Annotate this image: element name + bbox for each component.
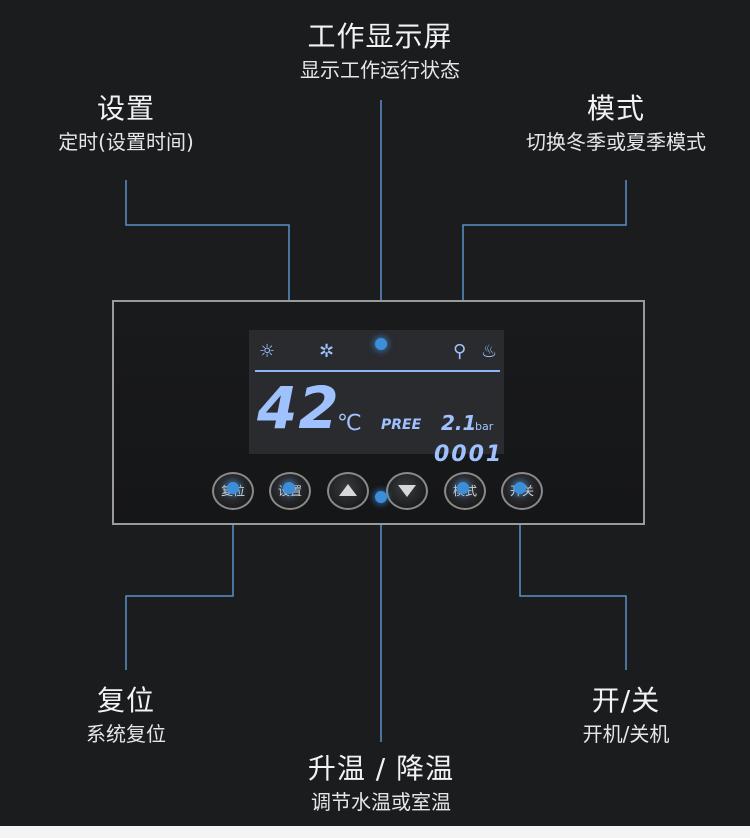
callout-temp-adjust-desc: 调节水温或室温 (311, 790, 451, 814)
leader-line-reset (125, 488, 234, 670)
fan-icon: ✲ (319, 341, 335, 362)
temp-up-button[interactable] (327, 472, 369, 510)
lcd-pree-label: PREE (381, 417, 422, 433)
callout-dot-power (514, 482, 526, 494)
faucet-icon: ⚲ (453, 341, 467, 362)
callout-power-title: 开/关 (591, 684, 661, 717)
callout-dot-display (375, 338, 387, 350)
up-arrow-icon (339, 484, 357, 496)
lcd-display: ☼ ✲ ⚲ ♨ 42 ℃ PREE 2.1 bar 0001 (249, 330, 504, 467)
control-panel: ☼ ✲ ⚲ ♨ 42 ℃ PREE 2.1 bar 0001 复位 设置 模式 … (112, 300, 645, 525)
callout-mode-desc: 切换冬季或夏季模式 (526, 130, 706, 154)
callout-reset-desc: 系统复位 (86, 722, 166, 746)
footer-strip (0, 826, 750, 838)
callout-mode-title: 模式 (586, 92, 645, 125)
power-button[interactable]: 开关 (501, 472, 543, 510)
lcd-temperature: 42 (257, 374, 340, 442)
lcd-pressure-unit: bar (475, 420, 494, 433)
callout-display-desc: 显示工作运行状态 (300, 58, 460, 82)
callout-dot-reset (227, 482, 239, 494)
callout-mode: 模式 切换冬季或夏季模式 (496, 92, 736, 156)
callout-settings-title: 设置 (96, 92, 155, 125)
callout-reset: 复位 系统复位 (46, 684, 206, 748)
callout-power: 开/关 开机/关机 (546, 684, 706, 748)
callout-reset-title: 复位 (96, 684, 155, 717)
callout-dot-mode (457, 482, 469, 494)
callout-display: 工作显示屏 显示工作运行状态 (260, 20, 500, 84)
callout-settings: 设置 定时(设置时间) (16, 92, 236, 156)
callout-temp-adjust-title: 升温 / 降温 (307, 752, 455, 785)
callout-temp-adjust: 升温 / 降温 调节水温或室温 (266, 752, 496, 816)
lcd-pressure-value: 2.1 (441, 411, 477, 435)
callout-settings-desc: 定时(设置时间) (58, 130, 194, 154)
callout-dot-temp-adjust (375, 491, 387, 503)
lcd-temperature-unit: ℃ (337, 411, 362, 436)
lcd-counter: 0001 (434, 442, 504, 467)
leader-line-power (519, 488, 627, 670)
flame-icon: ♨ (481, 341, 498, 362)
down-arrow-icon (398, 484, 416, 497)
sun-icon: ☼ (259, 341, 276, 362)
temp-down-button[interactable] (386, 472, 428, 510)
lcd-divider (255, 370, 500, 372)
callout-power-desc: 开机/关机 (582, 722, 670, 746)
callout-display-title: 工作显示屏 (307, 20, 453, 53)
callout-dot-settings (283, 482, 295, 494)
